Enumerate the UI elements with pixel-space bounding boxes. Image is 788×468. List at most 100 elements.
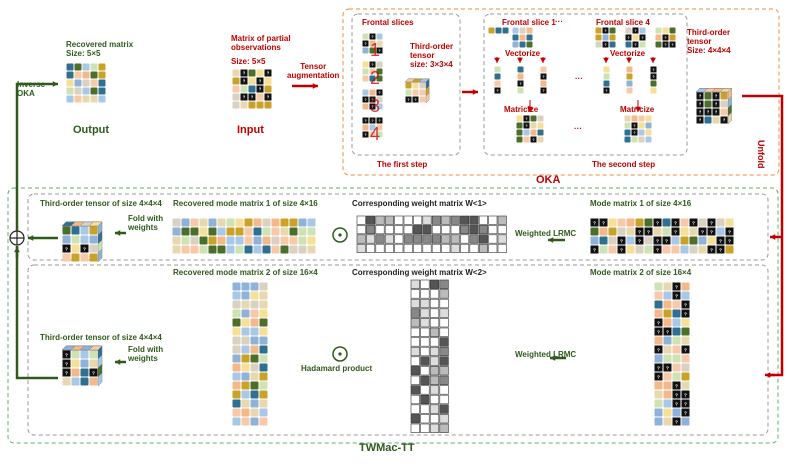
matrix-cell bbox=[654, 417, 663, 426]
missing-cell bbox=[662, 34, 669, 41]
vectorize-arrow-head bbox=[603, 57, 609, 63]
matrix-cell bbox=[626, 66, 633, 73]
cube-side-face bbox=[97, 372, 103, 387]
matrix-cell bbox=[495, 27, 502, 34]
vectorize-label-1: Vectorize bbox=[505, 49, 541, 58]
matrix-cell bbox=[259, 408, 268, 417]
cube-side-face bbox=[425, 92, 430, 104]
matrix-cell bbox=[672, 372, 681, 381]
missing-cell bbox=[671, 227, 680, 236]
matrix-cell bbox=[199, 227, 208, 236]
matrix-cell bbox=[256, 69, 264, 77]
missing-cell bbox=[663, 363, 672, 372]
weight-cell bbox=[410, 318, 420, 328]
frontal-slice-4-label: Frontal slice 4 bbox=[596, 18, 650, 27]
partial-obs-label: Matrix of partial observations bbox=[231, 34, 291, 53]
matrix-cell bbox=[716, 227, 725, 236]
missing-cell bbox=[362, 40, 369, 47]
weight-cell bbox=[478, 215, 488, 225]
missing-cell bbox=[603, 87, 610, 94]
missing-mark: ? bbox=[657, 329, 660, 335]
matrix-cell bbox=[376, 33, 383, 40]
missing-mark: ? bbox=[634, 29, 636, 33]
matrix-cell bbox=[71, 368, 80, 377]
matrix-cell bbox=[71, 359, 80, 368]
third-order-444-label: Third-order tensor Size: 4×4×4 bbox=[687, 28, 731, 56]
matrix-cell bbox=[250, 309, 259, 318]
matrix-cell bbox=[720, 100, 728, 108]
weight-cell bbox=[413, 215, 423, 225]
matrix-cell bbox=[208, 218, 217, 227]
cube-side-face bbox=[727, 111, 732, 125]
weight-cell bbox=[420, 298, 430, 309]
weight-cell bbox=[403, 234, 413, 244]
matrix-cell bbox=[253, 245, 262, 254]
matrix-cell bbox=[376, 75, 383, 82]
matrix-cell bbox=[663, 354, 672, 363]
matrix-cell bbox=[655, 34, 662, 41]
tensor-aug-arrow-head bbox=[312, 83, 318, 89]
matrix-cell bbox=[650, 87, 657, 94]
missing-mark: ? bbox=[728, 238, 731, 244]
fold-arrow-1-head bbox=[115, 230, 121, 236]
weight-cell bbox=[439, 375, 449, 385]
missing-cell bbox=[707, 245, 716, 254]
matrix-cell bbox=[181, 218, 190, 227]
matrix-cell bbox=[704, 100, 712, 108]
weight-cell bbox=[431, 234, 441, 244]
weight-cell bbox=[420, 289, 430, 299]
missing-cell bbox=[517, 80, 524, 87]
third-order-333-label: Third-order tensor size: 3×3×4 bbox=[410, 42, 454, 70]
matrix-cell bbox=[74, 71, 82, 79]
matrix-cell bbox=[704, 92, 712, 100]
weight-cell bbox=[441, 215, 451, 225]
matrix-cell bbox=[244, 245, 253, 254]
matrix-cell bbox=[523, 136, 530, 143]
weight-cell bbox=[439, 318, 449, 328]
matrix-cell bbox=[645, 122, 652, 129]
missing-mark: ? bbox=[684, 311, 687, 317]
weight-cell bbox=[478, 234, 488, 244]
missing-mark: ? bbox=[719, 238, 722, 244]
tensor-augmentation-label: Tensor augmentation bbox=[287, 62, 340, 81]
missing-mark: ? bbox=[364, 42, 366, 46]
matrix-cell bbox=[663, 372, 672, 381]
weight-cell bbox=[410, 394, 420, 405]
matrix-cell bbox=[663, 345, 672, 354]
matrix-cell bbox=[98, 71, 106, 79]
matrix-cell bbox=[172, 245, 181, 254]
matrix-cell bbox=[232, 327, 241, 336]
matrix-cell bbox=[190, 236, 199, 245]
missing-cell bbox=[80, 244, 89, 253]
matrix-cell bbox=[80, 226, 89, 235]
missing-cell bbox=[523, 122, 530, 129]
matrix-cell bbox=[412, 89, 419, 96]
matrix-cell bbox=[253, 227, 262, 236]
matrix-cell bbox=[590, 227, 599, 236]
matrix-cell bbox=[680, 218, 689, 227]
unfold-label: Unfold bbox=[756, 140, 766, 169]
matrix-cell bbox=[599, 227, 608, 236]
missing-cell bbox=[698, 227, 707, 236]
weight-cell bbox=[410, 366, 420, 376]
matrix-cell bbox=[74, 79, 82, 87]
matrix-cell bbox=[689, 227, 698, 236]
oka-label: OKA bbox=[536, 174, 561, 186]
matrix-cell bbox=[62, 377, 71, 386]
matrix-cell bbox=[638, 129, 645, 136]
weight-cell bbox=[420, 318, 430, 328]
matrix-cell bbox=[680, 245, 689, 254]
matrix-cell bbox=[217, 227, 226, 236]
weight-cell bbox=[429, 289, 440, 299]
matrix-cell bbox=[172, 218, 181, 227]
matrix-cell bbox=[232, 85, 240, 93]
missing-mark: ? bbox=[602, 220, 605, 226]
weight-cell bbox=[469, 215, 479, 225]
matrix-cell bbox=[190, 227, 199, 236]
matrix-cell bbox=[232, 291, 241, 300]
missing-cell bbox=[369, 117, 376, 124]
matrix-cell bbox=[624, 115, 631, 122]
weight-cell bbox=[439, 423, 449, 433]
matrix-cell bbox=[232, 300, 241, 309]
missing-mark: ? bbox=[656, 238, 659, 244]
